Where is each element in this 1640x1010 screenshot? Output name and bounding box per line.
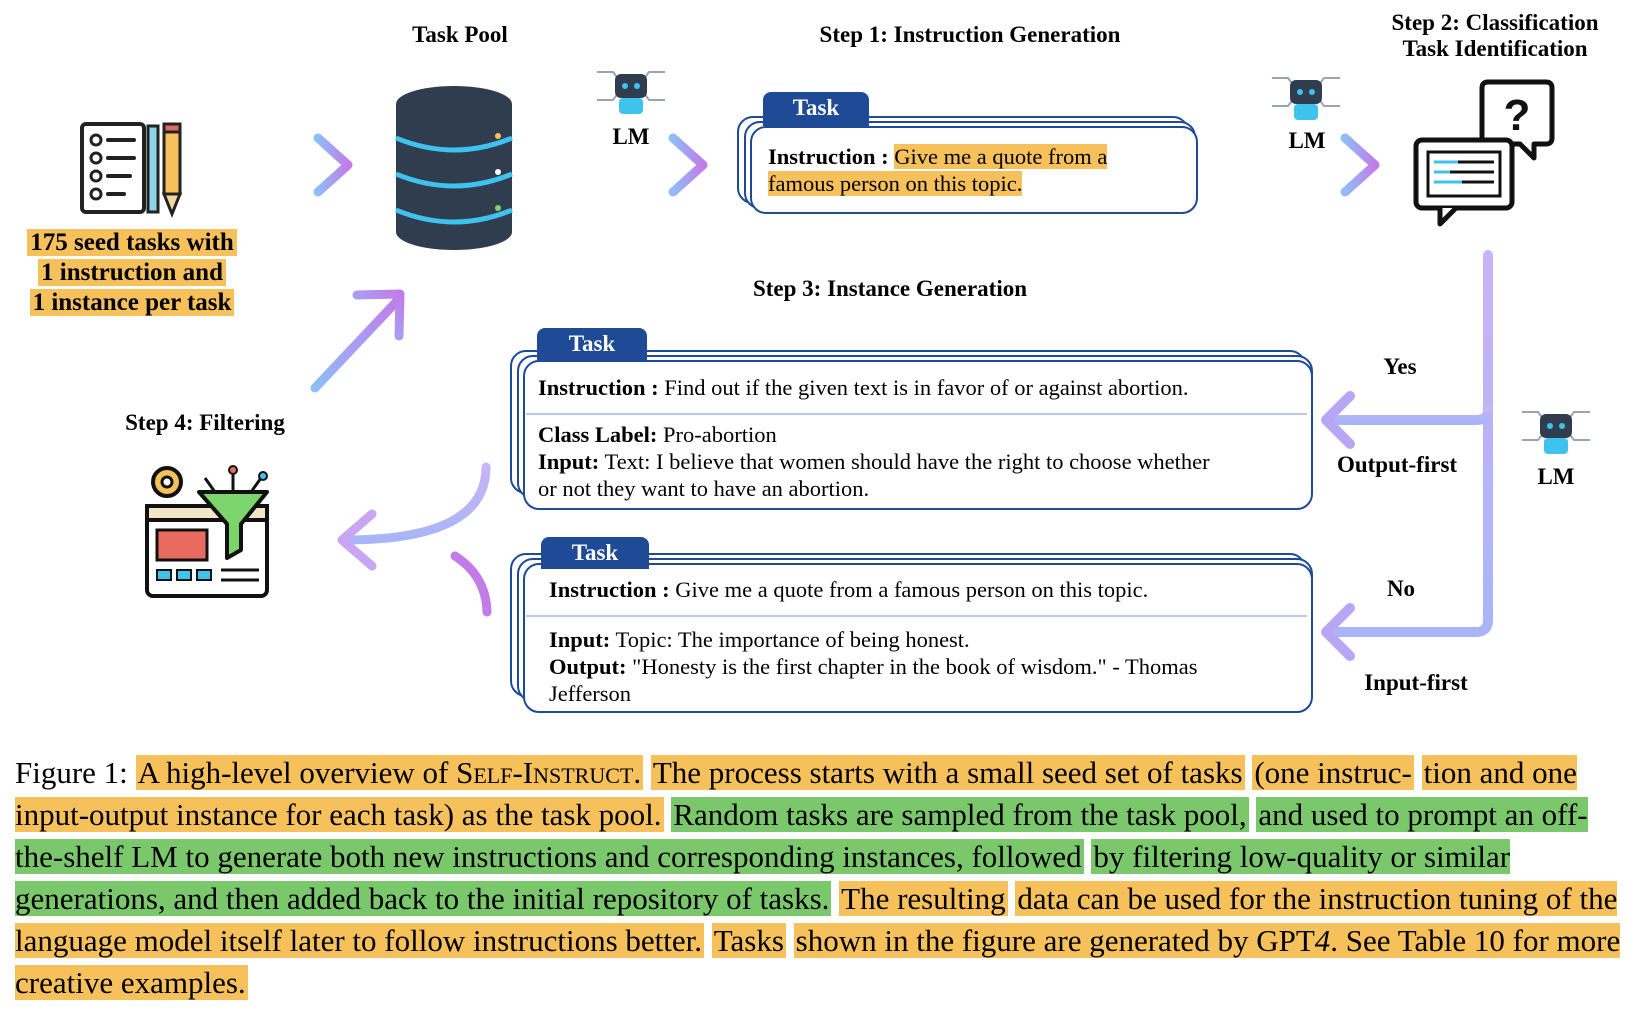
step1-instruction-label: Instruction :: [768, 144, 889, 169]
lm-label-2: LM: [1288, 128, 1326, 153]
yes-label: Yes: [1383, 354, 1417, 379]
lm-label-3: LM: [1537, 464, 1575, 489]
output-first-instruction-label: Instruction :: [538, 375, 659, 400]
caption-seg8: The resulting: [839, 881, 1008, 916]
input-first-input-label: Input:: [549, 627, 611, 652]
robot-icon: [1522, 411, 1590, 454]
caption-seg5: Random tasks are sampled from the task p…: [671, 797, 1249, 832]
class-label-text: Pro-abortion: [663, 422, 777, 447]
output-first-instruction: Instruction : Find out if the given text…: [538, 374, 1189, 401]
arrow-icon: [568, 133, 708, 197]
caption-seg11b: . See Table 10 for more creative example…: [15, 923, 1621, 1000]
input-first-label: Input-first: [1364, 670, 1468, 695]
caption-seg1: A high-level overview of Self-Instruct.: [135, 755, 644, 790]
arrow-icon: [310, 289, 405, 393]
step1-task-card: [750, 126, 1198, 214]
no-label: No: [1386, 576, 1416, 601]
seed-line2: 1 instruction and: [38, 259, 226, 286]
output-line1: "Honesty is the first chapter in the boo…: [632, 654, 1198, 679]
filter-icon: [145, 465, 269, 598]
input-first-divider: [526, 615, 1307, 617]
output-first-instance: Class Label: Pro-abortion Input: Text: I…: [538, 421, 1210, 502]
robot-icon: [1272, 77, 1340, 120]
step4-title: Step 4: Filtering: [125, 410, 285, 435]
caption-seg1b: .: [633, 755, 642, 790]
checklist-icon: [80, 122, 183, 219]
figure-caption: Figure 1: A high-level overview of Self-…: [15, 752, 1627, 1004]
output-first-instruction-text: Find out if the given text is in favor o…: [664, 375, 1189, 400]
step2-title-line2: Task Identification: [1402, 36, 1588, 61]
step1-title: Step 1: Instruction Generation: [819, 22, 1121, 47]
class-label-label: Class Label:: [538, 422, 658, 447]
step1-instruction-line2: famous person on this topic.: [768, 171, 1023, 196]
input-first-instruction-label: Instruction :: [549, 577, 670, 602]
arrow-icon: [1241, 133, 1380, 197]
seed-line3: 1 instance per task: [29, 289, 235, 316]
robot-icon: [597, 71, 665, 114]
caption-seg1a: A high-level overview of: [137, 755, 457, 790]
caption-seg10: Tasks: [711, 923, 786, 958]
classification-icon: ?: [1413, 79, 1555, 227]
step1-task-tab: Task: [763, 92, 869, 126]
arrow-icon: [217, 133, 353, 197]
caption-self-instruct: Self-Instruct: [456, 755, 634, 790]
step3-title: Step 3: Instance Generation: [752, 276, 1028, 301]
input-first-task-card: [523, 563, 1313, 713]
seed-tasks-label: 175 seed tasks with 1 instruction and 1 …: [18, 228, 246, 318]
seed-line1: 175 seed tasks with: [27, 229, 237, 256]
step1-instruction-line1: Give me a quote from a: [894, 144, 1108, 169]
output-first-task-card: [523, 360, 1313, 510]
output-label: Output:: [549, 654, 627, 679]
database-icon: [395, 86, 513, 250]
caption-seg2: The process starts with a small seed set…: [650, 755, 1245, 790]
output-line2: Jefferson: [549, 681, 632, 706]
output-first-input-line1: Text: I believe that women should have t…: [604, 449, 1210, 474]
step2-title-line1: Step 2: Classification: [1391, 10, 1599, 35]
task-pool-title: Task Pool: [412, 22, 508, 47]
input-first-input-text: Topic: The importance of being honest.: [615, 627, 970, 652]
caption-seg3: (one instruc-: [1252, 755, 1414, 790]
input-first-instruction-text: Give me a quote from a famous person on …: [675, 577, 1149, 602]
lm-label-1: LM: [612, 124, 650, 149]
flow-arrows: [217, 133, 1493, 661]
output-first-input-line2: or not they want to have an abortion.: [538, 476, 870, 501]
svg-text:?: ?: [1504, 91, 1531, 140]
step2-title: Step 2: Classification Task Identificati…: [1360, 10, 1630, 62]
step1-instruction: Instruction : Give me a quote from a fam…: [768, 143, 1108, 197]
caption-prefix: Figure 1:: [15, 755, 136, 790]
output-first-input-label: Input:: [538, 449, 600, 474]
input-first-instance: Input: Topic: The importance of being ho…: [549, 626, 1198, 707]
output-first-label: Output-first: [1336, 452, 1458, 477]
input-first-task-tab: Task: [541, 537, 649, 569]
output-first-task-tab: Task: [537, 328, 647, 362]
output-first-divider: [526, 413, 1307, 415]
input-first-instruction: Instruction : Give me a quote from a fam…: [549, 576, 1148, 603]
caption-seg11a: shown in the figure are generated by GPT: [795, 923, 1315, 958]
caption-gpt4-italic: 4: [1314, 923, 1331, 958]
